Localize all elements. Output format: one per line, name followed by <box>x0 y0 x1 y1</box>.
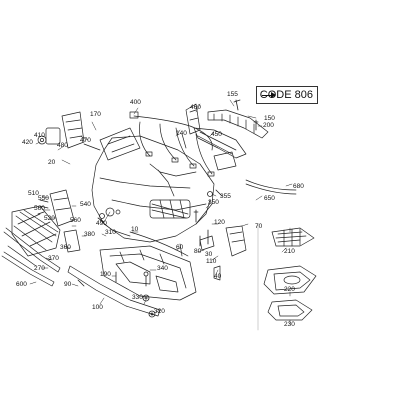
callout-30: 30 <box>205 251 213 258</box>
callout-60: 60 <box>176 244 184 251</box>
callout-520: 520 <box>44 215 55 222</box>
center-grille <box>193 127 247 159</box>
callout-170: 170 <box>90 111 101 118</box>
bumper-cover <box>91 135 215 243</box>
callout-210: 210 <box>284 248 295 255</box>
callout-400: 400 <box>130 99 141 106</box>
fog-lamp-housing <box>263 265 317 295</box>
code-arrow-icon <box>262 92 276 98</box>
callout-550: 550 <box>38 195 49 202</box>
callout-510: 510 <box>28 190 39 197</box>
wiring-harness <box>129 111 215 177</box>
callout-380: 380 <box>84 231 95 238</box>
callout-340: 340 <box>157 265 168 272</box>
callout-650: 650 <box>264 195 275 202</box>
left-trim-strips <box>1 227 61 287</box>
chrome-ring <box>267 299 313 321</box>
callout-560-left: 560 <box>34 205 45 212</box>
callout-100: 100 <box>92 304 103 311</box>
bottom-spoiler-strip <box>67 265 161 317</box>
fog-lamp-bezel <box>271 227 315 247</box>
callout-70: 70 <box>255 223 263 230</box>
callout-10: 10 <box>131 226 139 233</box>
callout-190: 190 <box>100 271 111 278</box>
sensor-bracket <box>83 127 141 161</box>
callout-420: 420 <box>22 139 33 146</box>
callout-20: 20 <box>48 159 56 166</box>
callout-450: 450 <box>211 131 222 138</box>
callout-470: 470 <box>80 137 91 144</box>
callout-40: 40 <box>214 273 222 280</box>
upper-grille-strip <box>207 109 269 139</box>
callout-140: 140 <box>176 130 187 137</box>
callout-680: 680 <box>293 183 304 190</box>
callout-200: 200 <box>263 122 274 129</box>
callout-90: 90 <box>64 281 72 288</box>
callout-120: 120 <box>214 219 225 226</box>
left-bracket-group <box>37 111 85 149</box>
callout-490: 490 <box>96 220 107 227</box>
callout-230: 230 <box>284 321 295 328</box>
headlamp-bracket <box>49 189 81 253</box>
callout-355: 355 <box>220 193 231 200</box>
fasteners <box>37 99 259 318</box>
callout-155: 155 <box>227 91 238 98</box>
leader-lines <box>29 99 293 325</box>
chrome-strip <box>245 179 297 195</box>
callout-220: 220 <box>284 286 295 293</box>
callout-110: 110 <box>206 258 217 265</box>
callout-150: 150 <box>264 115 275 122</box>
callout-370: 370 <box>48 255 59 262</box>
callout-310: 310 <box>105 229 116 236</box>
right-side-trims <box>129 151 247 281</box>
callout-460: 460 <box>190 104 201 111</box>
callout-350: 350 <box>208 199 219 206</box>
mounting-bracket <box>181 103 201 149</box>
lower-undertray <box>99 245 197 301</box>
callout-540: 540 <box>80 201 91 208</box>
callout-560-right: 560 <box>70 217 81 224</box>
callout-360: 360 <box>60 244 71 251</box>
left-lower-grille <box>11 205 61 257</box>
callout-600: 600 <box>16 281 27 288</box>
callout-480: 480 <box>57 142 68 149</box>
callout-270: 270 <box>34 265 45 272</box>
callout-320: 320 <box>154 308 165 315</box>
callout-330: 330 <box>132 294 143 301</box>
callout-80: 80 <box>194 248 202 255</box>
callout-410: 410 <box>34 132 45 139</box>
